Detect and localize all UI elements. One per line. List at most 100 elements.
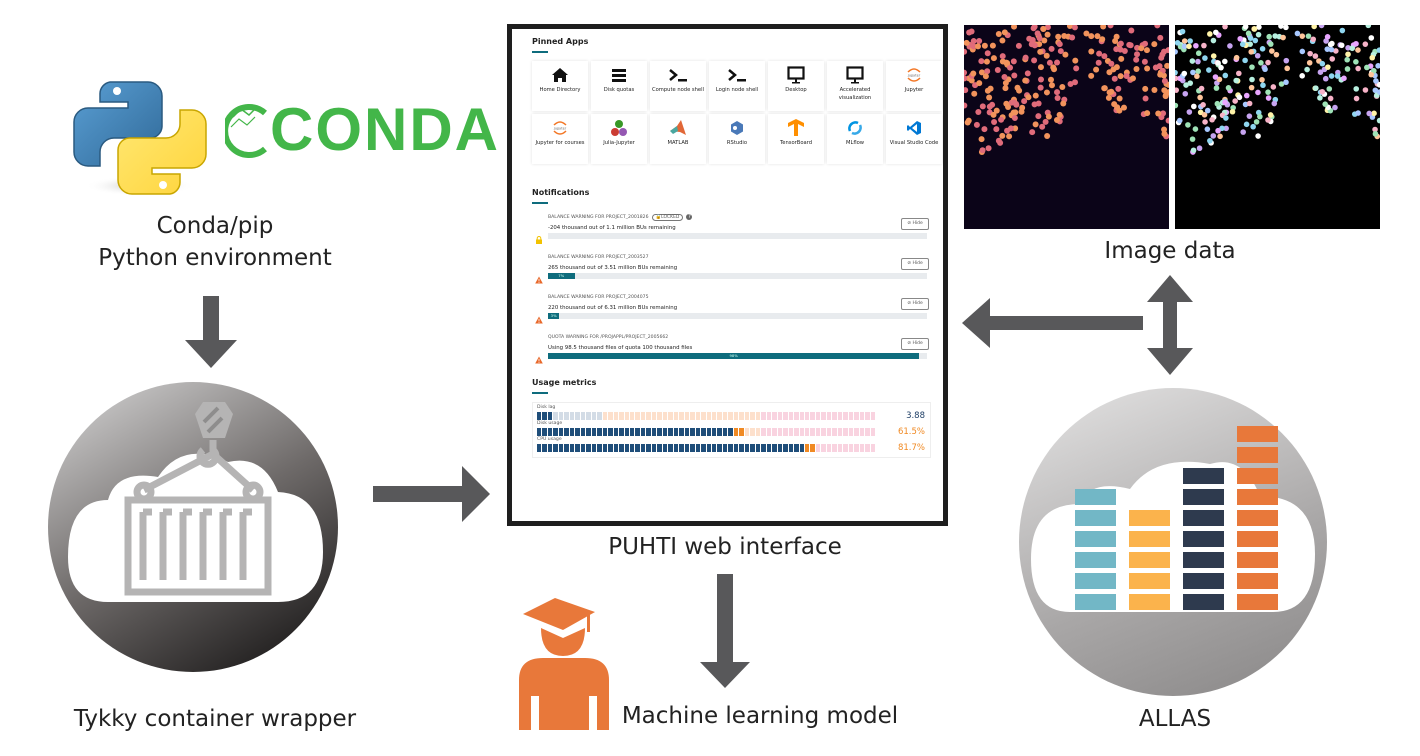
cell-nucleus [1044,133,1051,140]
cell-nucleus [1113,33,1120,40]
metric-segment [815,428,821,436]
metric-segment [635,444,640,452]
segmented-cell [1372,87,1379,94]
segmented-cell [1273,51,1280,58]
hide-button[interactable]: ⊘ Hide [901,258,929,270]
arrow-right-tykky-to-web [373,466,490,522]
metric-segment [870,444,876,452]
cell-nucleus [1060,100,1067,107]
metric-segment [865,444,870,452]
cell-nucleus [1142,95,1149,102]
segmented-cell [1176,117,1183,124]
metric-segment [837,444,843,452]
segmented-cell [1310,36,1317,43]
pinned-app-tile[interactable]: TensorBoard [768,114,824,164]
metric-segment [788,428,794,436]
metric-segment [832,412,837,420]
segmented-cell [1215,60,1221,66]
cell-nucleus [1018,108,1025,115]
segmented-cell [1207,137,1213,144]
pinned-app-tile[interactable]: Julia-Jupyter [591,114,647,164]
storage-block [1237,426,1278,442]
pinned-app-tile[interactable]: Login node shell [709,61,765,111]
segmented-cell [1225,84,1232,91]
metric-segment [613,428,619,436]
cell-nucleus [1042,118,1049,125]
metric-segment [761,412,766,420]
metric-segment [558,428,564,436]
cell-nucleus [1039,123,1046,130]
segmented-cell [1189,58,1196,64]
metric-segment [564,444,569,452]
hide-button[interactable]: ⊘ Hide [901,298,929,310]
metric-segment [569,428,575,436]
metric-segment [569,412,575,420]
metric-row: 61.5% [537,427,926,437]
warning-icon [535,309,543,324]
segmented-cell [1265,95,1272,101]
metric-segment [553,412,558,420]
segmented-cell [1355,65,1361,72]
pinned-app-tile[interactable]: RStudio [709,114,765,164]
metric-segment [657,444,662,452]
web-interface-label: PUHTI web interface [608,534,842,560]
segmented-cell [1353,86,1360,92]
segmented-cell [1267,112,1274,118]
cell-nucleus [1071,25,1078,31]
help-icon[interactable]: ? [686,214,693,220]
segmented-cell [1247,35,1254,41]
metric-segment [635,428,640,436]
metric-segment [706,412,711,420]
metric-segment [673,412,679,420]
hide-button[interactable]: ⊘ Hide [901,218,929,230]
segmented-cell [1175,87,1180,93]
pinned-app-tile[interactable]: Visual Studio Code [886,114,942,164]
segmented-cell [1222,25,1228,30]
metric-segment [646,428,651,436]
progress-fill: 98% [548,353,920,359]
segmented-cell [1266,33,1272,40]
cell-nucleus [968,28,975,35]
segmented-cell [1223,125,1229,132]
cell-nucleus [1061,33,1068,40]
cell-nucleus [990,111,997,118]
metric-segment [586,428,591,436]
metric-segment [750,444,755,452]
terminal-icon [727,65,747,85]
pinned-app-tile[interactable]: Accelerated visualization [827,61,883,111]
segmented-cell [1179,28,1186,35]
metric-segment [575,444,580,452]
pinned-app-tile[interactable]: MLflow [827,114,883,164]
notification-message: -204 thousand out of 1.1 million BUs rem… [548,225,676,231]
cell-nucleus [999,53,1006,60]
metric-segment [755,444,761,452]
pinned-app-label: MATLAB [667,140,689,146]
cell-nucleus [1054,95,1061,102]
segmented-cell [1191,103,1197,110]
metric-segment [832,428,837,436]
conda-wordmark: CONDA [270,96,500,163]
segmented-cell [1306,59,1313,66]
metric-bar [537,428,876,436]
pinned-app-tile[interactable]: Desktop [768,61,824,111]
metric-segment [575,412,580,420]
segmented-cell [1247,41,1253,47]
tykky-label: Tykky container wrapper [73,706,357,732]
segmented-cell [1259,76,1265,83]
arrow-down-python-to-tykky [185,296,237,368]
metric-segment [810,412,815,420]
conda-ring-icon [225,104,267,158]
metric-segment [733,444,739,452]
notification-header: BALANCE WARNING FOR PROJECT_2004075 [548,292,937,302]
metric-segment [558,444,564,452]
metric-segment [826,412,832,420]
hide-button[interactable]: ⊘ Hide [901,338,929,350]
pinned-app-tile[interactable]: Compute node shell [650,61,706,111]
pinned-app-tile[interactable]: Home Directory [532,61,588,111]
pinned-app-tile[interactable]: Disk quotas [591,61,647,111]
pinned-app-tile[interactable]: MATLAB [650,114,706,164]
metric-segment [717,444,722,452]
